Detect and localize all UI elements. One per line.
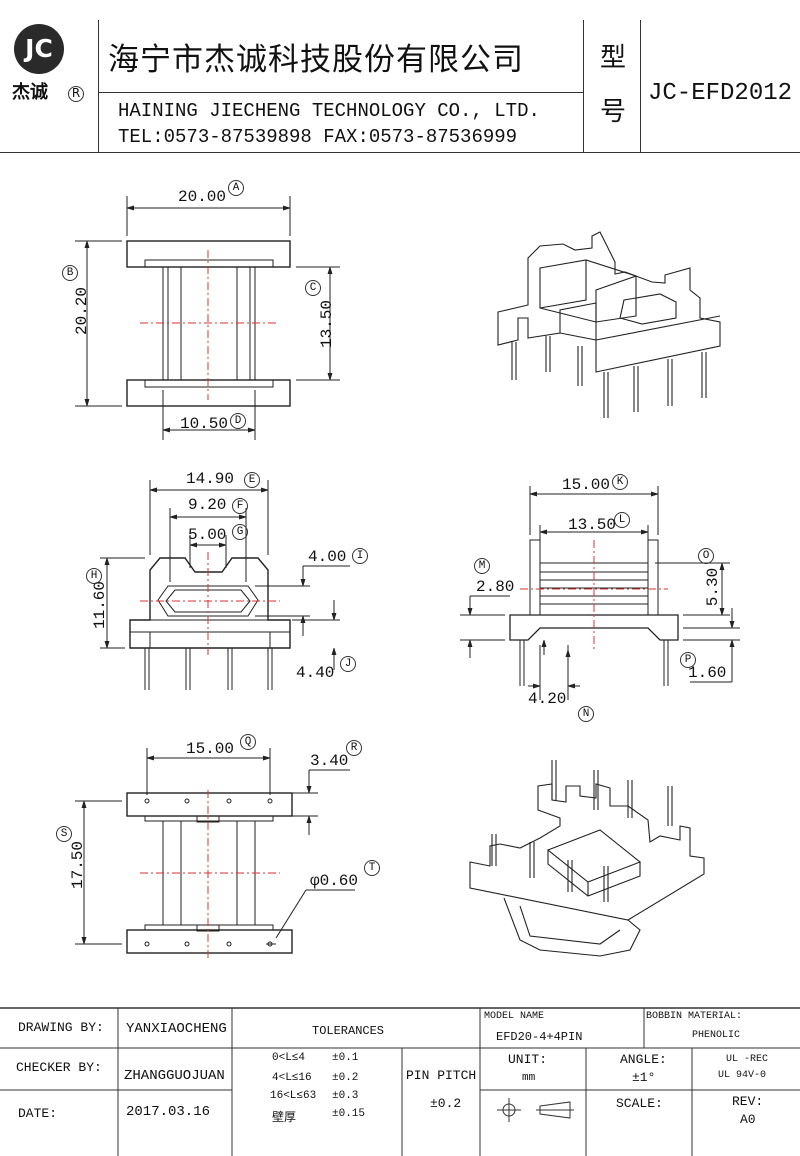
dim-a-tag: A <box>228 180 244 196</box>
isometric-view-bottom <box>469 760 705 957</box>
checker-by: ZHANGGUOJUAN <box>124 1068 225 1084</box>
dim-n-tag: N <box>578 706 594 722</box>
dim-j-value: 4.40 <box>296 664 335 682</box>
dim-i-tag: I <box>352 548 368 564</box>
company-name-en: HAINING JIECHENG TECHNOLOGY CO., LTD. <box>118 100 540 122</box>
dim-f-tag: F <box>232 498 248 514</box>
technical-drawing <box>75 196 740 960</box>
dim-s-value: 17.50 <box>69 840 88 890</box>
dim-k-value: 15.00 <box>562 476 611 494</box>
unit: mm <box>522 1072 536 1084</box>
dim-e-tag: E <box>244 472 260 488</box>
dim-r-value: 3.40 <box>310 752 349 770</box>
dim-p-value: 1.60 <box>688 664 727 682</box>
tol-range: 壁厚 <box>272 1111 297 1125</box>
front-view <box>100 480 350 690</box>
logo-text: 杰诚 <box>12 82 48 103</box>
dim-d-tag: D <box>230 413 246 429</box>
drawing-by-label: DRAWING BY: <box>18 1020 104 1035</box>
dim-f-value: 9.20 <box>188 496 227 514</box>
angle-label: ANGLE: <box>620 1052 667 1067</box>
unit-label: UNIT: <box>508 1052 548 1067</box>
checker-by-label: CHECKER BY: <box>16 1060 102 1075</box>
rev: A0 <box>740 1112 756 1127</box>
title-block-grid <box>0 1007 800 1156</box>
top-view <box>75 196 340 440</box>
ul-rec: UL -REC <box>726 1054 769 1065</box>
scale-label: SCALE: <box>616 1096 663 1111</box>
tol-value: ±0.15 <box>332 1108 366 1120</box>
angle: ±1° <box>632 1070 656 1085</box>
dim-h-tag: H <box>86 568 102 584</box>
bottom-view <box>75 748 355 960</box>
dim-i-value: 4.00 <box>308 548 347 566</box>
dim-o-tag: O <box>698 548 714 564</box>
company-contact: TEL:0573-87539898 FAX:0573-87536999 <box>118 126 518 148</box>
tol-value: ±0.2 <box>332 1072 359 1084</box>
dim-r-tag: R <box>346 740 362 756</box>
dim-e-value: 14.90 <box>186 470 235 488</box>
dim-p-tag: P <box>680 652 696 668</box>
model-name: EFD20-4+4PIN <box>496 1030 583 1044</box>
dim-q-tag: Q <box>240 734 256 750</box>
side-view <box>460 486 740 700</box>
dim-m-tag: M <box>474 558 490 574</box>
tol-value: ±0.1 <box>332 1052 359 1064</box>
dim-c-value: 13.50 <box>318 299 337 349</box>
tol-range: 4<L≤16 <box>272 1072 312 1084</box>
dim-s-tag: S <box>56 826 72 842</box>
registered-mark: R <box>68 86 84 102</box>
dim-g-tag: G <box>232 524 248 540</box>
tol-range: 16<L≤63 <box>270 1090 317 1102</box>
type-label: 型 <box>599 43 626 73</box>
ul-rating: UL 94V-0 <box>718 1070 767 1081</box>
type-label: 号 <box>599 97 626 127</box>
bobbin-material: PHENOLIC <box>692 1030 741 1041</box>
model-number: JC-EFD2012 <box>648 80 793 107</box>
dim-b-tag: B <box>62 265 78 281</box>
dim-q-value: 15.00 <box>186 740 235 758</box>
dim-k-tag: K <box>612 474 628 490</box>
dim-l-value: 13.50 <box>568 516 617 534</box>
dim-o-value: 5.30 <box>704 567 723 607</box>
isometric-view-top <box>497 231 721 418</box>
dim-t-value: φ0.60 <box>310 872 359 890</box>
title-header <box>0 0 800 153</box>
header-divider <box>98 20 99 152</box>
date: 2017.03.16 <box>126 1104 211 1120</box>
dim-c-tag: C <box>305 280 321 296</box>
dim-l-tag: L <box>614 512 630 528</box>
dim-j-tag: J <box>340 656 356 672</box>
rev-label: REV: <box>732 1094 764 1109</box>
tol-value: ±0.3 <box>332 1090 359 1102</box>
header-divider <box>98 92 583 93</box>
header-divider <box>640 20 641 152</box>
header-divider <box>583 20 584 152</box>
dim-a-value: 20.00 <box>178 188 227 206</box>
tol-range: 0<L≤4 <box>272 1052 306 1064</box>
dim-h-value: 11.60 <box>91 580 110 630</box>
pin-pitch-label: PIN PITCH <box>406 1068 477 1083</box>
date-label: DATE: <box>18 1106 58 1121</box>
dim-n-value: 4.20 <box>528 690 567 708</box>
drawing-by: YANXIAOCHENG <box>126 1021 227 1037</box>
dim-d-value: 10.50 <box>180 415 229 433</box>
dim-b-value: 20.20 <box>73 286 92 336</box>
model-name-label: MODEL NAME <box>484 1011 545 1022</box>
dim-t-tag: T <box>364 860 380 876</box>
dim-m-value: 2.80 <box>476 578 515 596</box>
tolerances-label: TOLERANCES <box>312 1024 385 1038</box>
dim-g-value: 5.00 <box>188 526 227 544</box>
bobbin-material-label: BOBBIN MATERIAL: <box>646 1011 743 1022</box>
company-logo: JC <box>14 24 64 74</box>
pin-pitch: ±0.2 <box>430 1096 462 1111</box>
company-name-cn: 海宁市杰诚科技股份有限公司 <box>108 42 524 78</box>
